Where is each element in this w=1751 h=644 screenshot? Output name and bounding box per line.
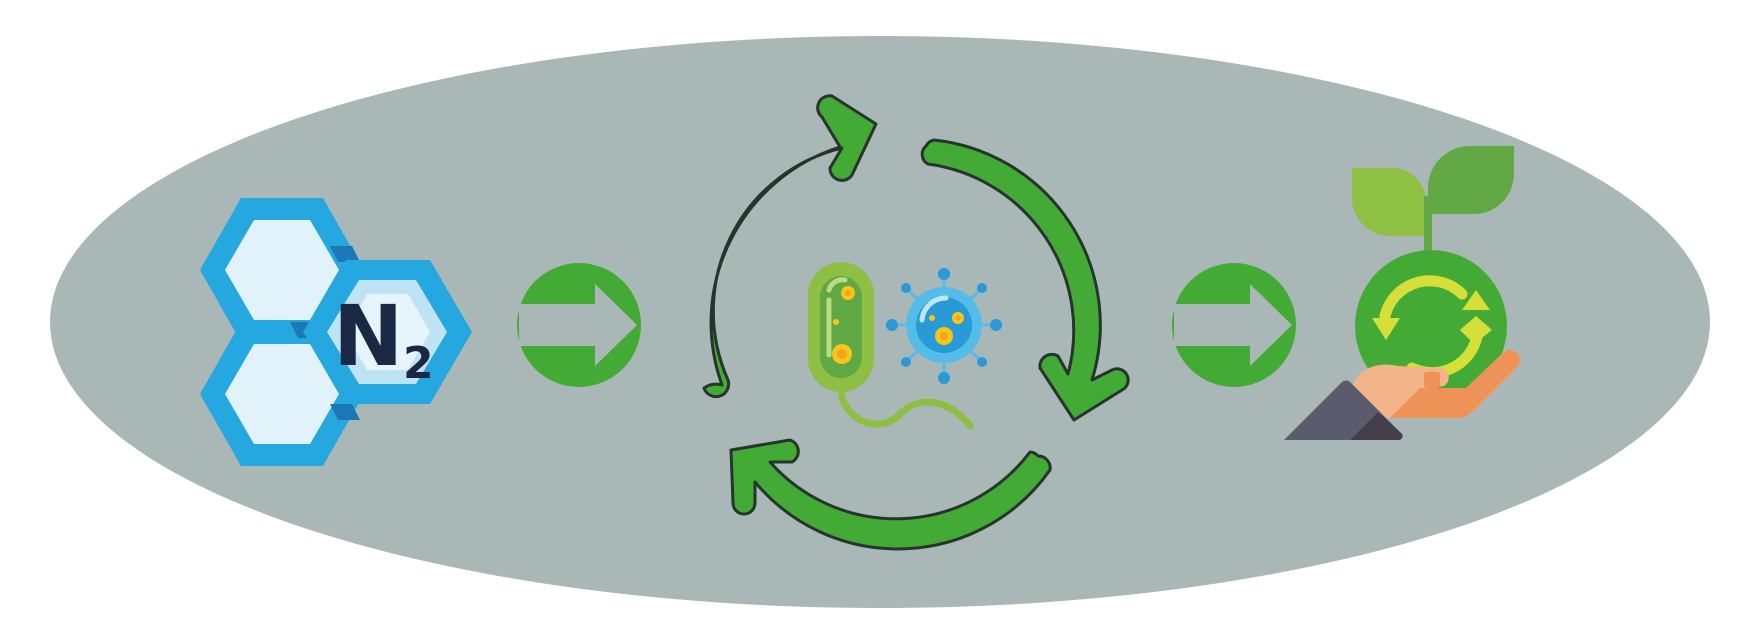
arrow-right-icon bbox=[517, 263, 641, 387]
cycle-arrow-right bbox=[920, 138, 1130, 422]
hexagon-shape bbox=[303, 260, 472, 404]
nitrogen-gas-icon: N 2 bbox=[200, 198, 472, 466]
plant-sustainability-icon bbox=[1284, 146, 1520, 441]
cycle-arrow-bottom bbox=[729, 438, 1052, 551]
n2-symbol: N bbox=[333, 287, 403, 385]
virus-icon bbox=[886, 268, 1002, 384]
arrow-right-icon bbox=[1172, 263, 1296, 387]
leaf-icon bbox=[1428, 146, 1514, 214]
n2-subscript: 2 bbox=[403, 338, 434, 389]
leaf-icon bbox=[1352, 168, 1426, 236]
cycle-arrow-left bbox=[702, 94, 878, 399]
bacterium-icon bbox=[808, 262, 974, 430]
background-ellipse bbox=[50, 36, 1710, 608]
recycle-arrows-icon bbox=[702, 94, 1130, 551]
